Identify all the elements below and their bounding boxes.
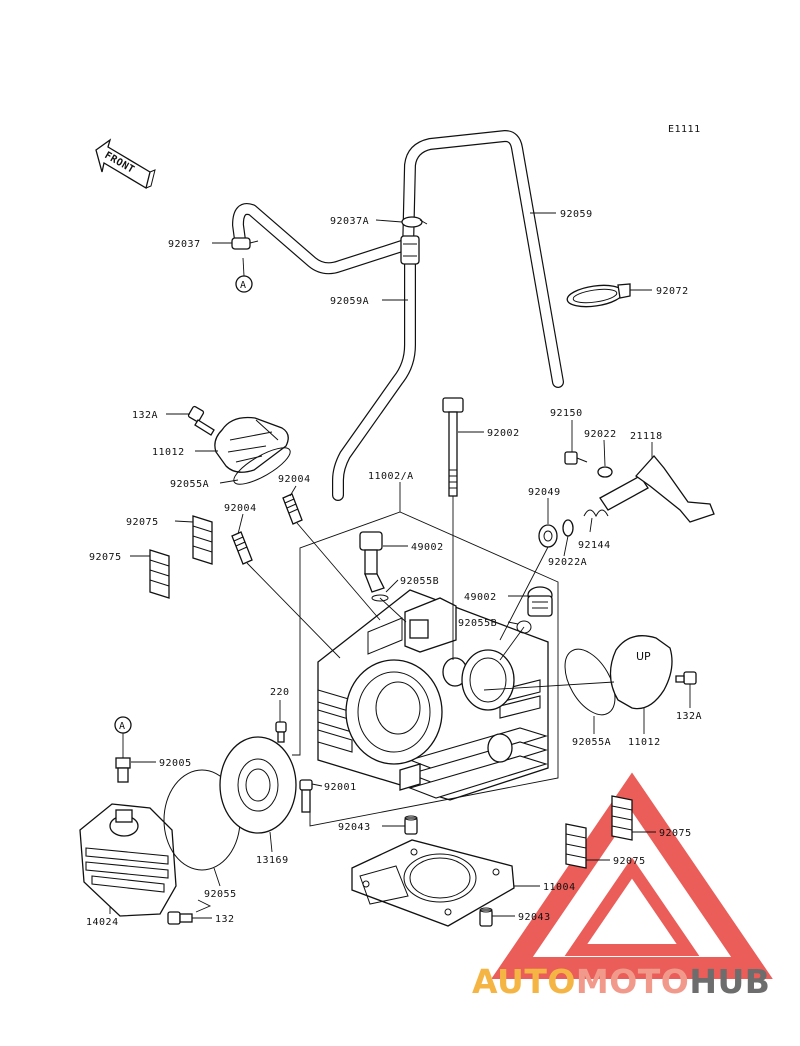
label-92059A: 92059A xyxy=(330,296,369,307)
label-92144: 92144 xyxy=(578,540,611,551)
damper-92075-d xyxy=(565,823,587,869)
part-labels: 92059 92037A 92037 92059A 92072 132A 110… xyxy=(86,209,702,928)
label-21118: 21118 xyxy=(630,431,663,442)
bolt-92001 xyxy=(299,779,313,813)
bolt-132 xyxy=(167,911,193,925)
gasket-11004 xyxy=(351,839,515,927)
hose-clamp-92037A xyxy=(401,216,428,228)
label-11004: 11004 xyxy=(543,882,576,893)
label-92043-a: 92043 xyxy=(338,822,371,833)
label-132A-right: 132A xyxy=(676,711,702,722)
cover-14024 xyxy=(79,803,177,917)
label-92055: 92055 xyxy=(204,889,237,900)
svg-text:A: A xyxy=(240,280,247,291)
hose-clamp-92072 xyxy=(566,283,631,308)
plate-13169 xyxy=(219,736,297,834)
bolt-92150 xyxy=(564,451,588,465)
label-92072: 92072 xyxy=(656,286,689,297)
label-92004-a: 92004 xyxy=(278,474,311,485)
label-92005: 92005 xyxy=(159,758,192,769)
label-92004-b: 92004 xyxy=(224,503,257,514)
dowel-92043-b xyxy=(479,907,493,927)
label-92055A-right: 92055A xyxy=(572,737,611,748)
label-92059: 92059 xyxy=(560,209,593,220)
label-92002: 92002 xyxy=(487,428,520,439)
assembly-bracket-11002A xyxy=(292,511,559,827)
label-92150: 92150 xyxy=(550,408,583,419)
washer-92022A xyxy=(562,519,574,537)
label-49002-b: 49002 xyxy=(464,592,497,603)
label-92055A-top: 92055A xyxy=(170,479,209,490)
stud-92004-b xyxy=(231,531,253,565)
damper-92075-b xyxy=(149,549,170,599)
label-92037A: 92037A xyxy=(330,216,369,227)
stud-92004-a xyxy=(282,493,303,525)
label-92037: 92037 xyxy=(168,239,201,250)
bolt-92002 xyxy=(442,397,464,497)
valve-adjuster-49002-a xyxy=(359,531,389,602)
breather-hose-92059 xyxy=(402,130,564,388)
label-13169: 13169 xyxy=(256,855,289,866)
watermark-text: AUTOMOTOHUB xyxy=(472,962,770,1001)
hose-t-joint xyxy=(400,235,420,265)
diagram-code: E1111 xyxy=(668,124,701,135)
label-220: 220 xyxy=(270,687,290,698)
small-hose-left xyxy=(232,203,408,275)
valve-cover-11012-top xyxy=(214,416,289,473)
label-14024: 14024 xyxy=(86,917,119,928)
svg-text:A: A xyxy=(119,721,126,732)
o-ring-92055A-top xyxy=(233,447,291,485)
dowel-92043-a xyxy=(404,815,418,835)
oil-seal-92049 xyxy=(538,524,558,548)
watermark-triangle-outer xyxy=(491,772,773,979)
label-92075-b: 92075 xyxy=(89,552,122,563)
front-arrow-icon: FRONT xyxy=(95,138,156,190)
hose-clamp-92037 xyxy=(231,237,259,250)
valve-adjuster-49002-b xyxy=(516,586,553,634)
watermark-hub: HUB xyxy=(689,962,770,1001)
fitting-92005 xyxy=(115,757,131,783)
damper-92075-c xyxy=(611,795,633,841)
label-132: 132 xyxy=(215,914,235,925)
label-92075-d: 92075 xyxy=(613,856,646,867)
watermark-triangle-inner xyxy=(564,857,700,956)
watermark-moto: MOTO xyxy=(576,962,689,1001)
label-92022A: 92022A xyxy=(548,557,587,568)
label-92001: 92001 xyxy=(324,782,357,793)
label-92075-a: 92075 xyxy=(126,517,159,528)
breather-hose-92059A xyxy=(332,256,416,501)
cylinder-head-assembly xyxy=(317,589,549,801)
label-92043-b: 92043 xyxy=(518,912,551,923)
lever-shaft-21118 xyxy=(599,455,715,523)
side-cover-11012-right: UP xyxy=(609,635,673,710)
bolt-132A-right xyxy=(675,671,697,685)
label-92055B-b: 92055B xyxy=(458,618,497,629)
bolt-132A-top xyxy=(187,405,215,436)
o-ring-92055A-right xyxy=(564,648,616,716)
label-92022: 92022 xyxy=(584,429,617,440)
reference-marker-a-bottom: A xyxy=(114,716,132,758)
label-132A-top: 132A xyxy=(132,410,158,421)
label-49002-a: 49002 xyxy=(411,542,444,553)
reference-marker-a-top: A xyxy=(235,257,253,293)
label-11002A: 11002/A xyxy=(368,471,414,482)
watermark-logo xyxy=(491,772,773,979)
watermark-auto: AUTO xyxy=(472,962,576,1001)
label-92055B-a: 92055B xyxy=(400,576,439,587)
damper-92075-a xyxy=(192,515,213,565)
label-92049: 92049 xyxy=(528,487,561,498)
label-92075-c: 92075 xyxy=(659,828,692,839)
spring-92144 xyxy=(583,509,609,518)
svg-text:UP: UP xyxy=(636,650,651,663)
washer-92022 xyxy=(597,466,613,478)
bolt-220 xyxy=(275,721,287,743)
label-11012-right: 11012 xyxy=(628,737,661,748)
label-11012-top: 11012 xyxy=(152,447,185,458)
